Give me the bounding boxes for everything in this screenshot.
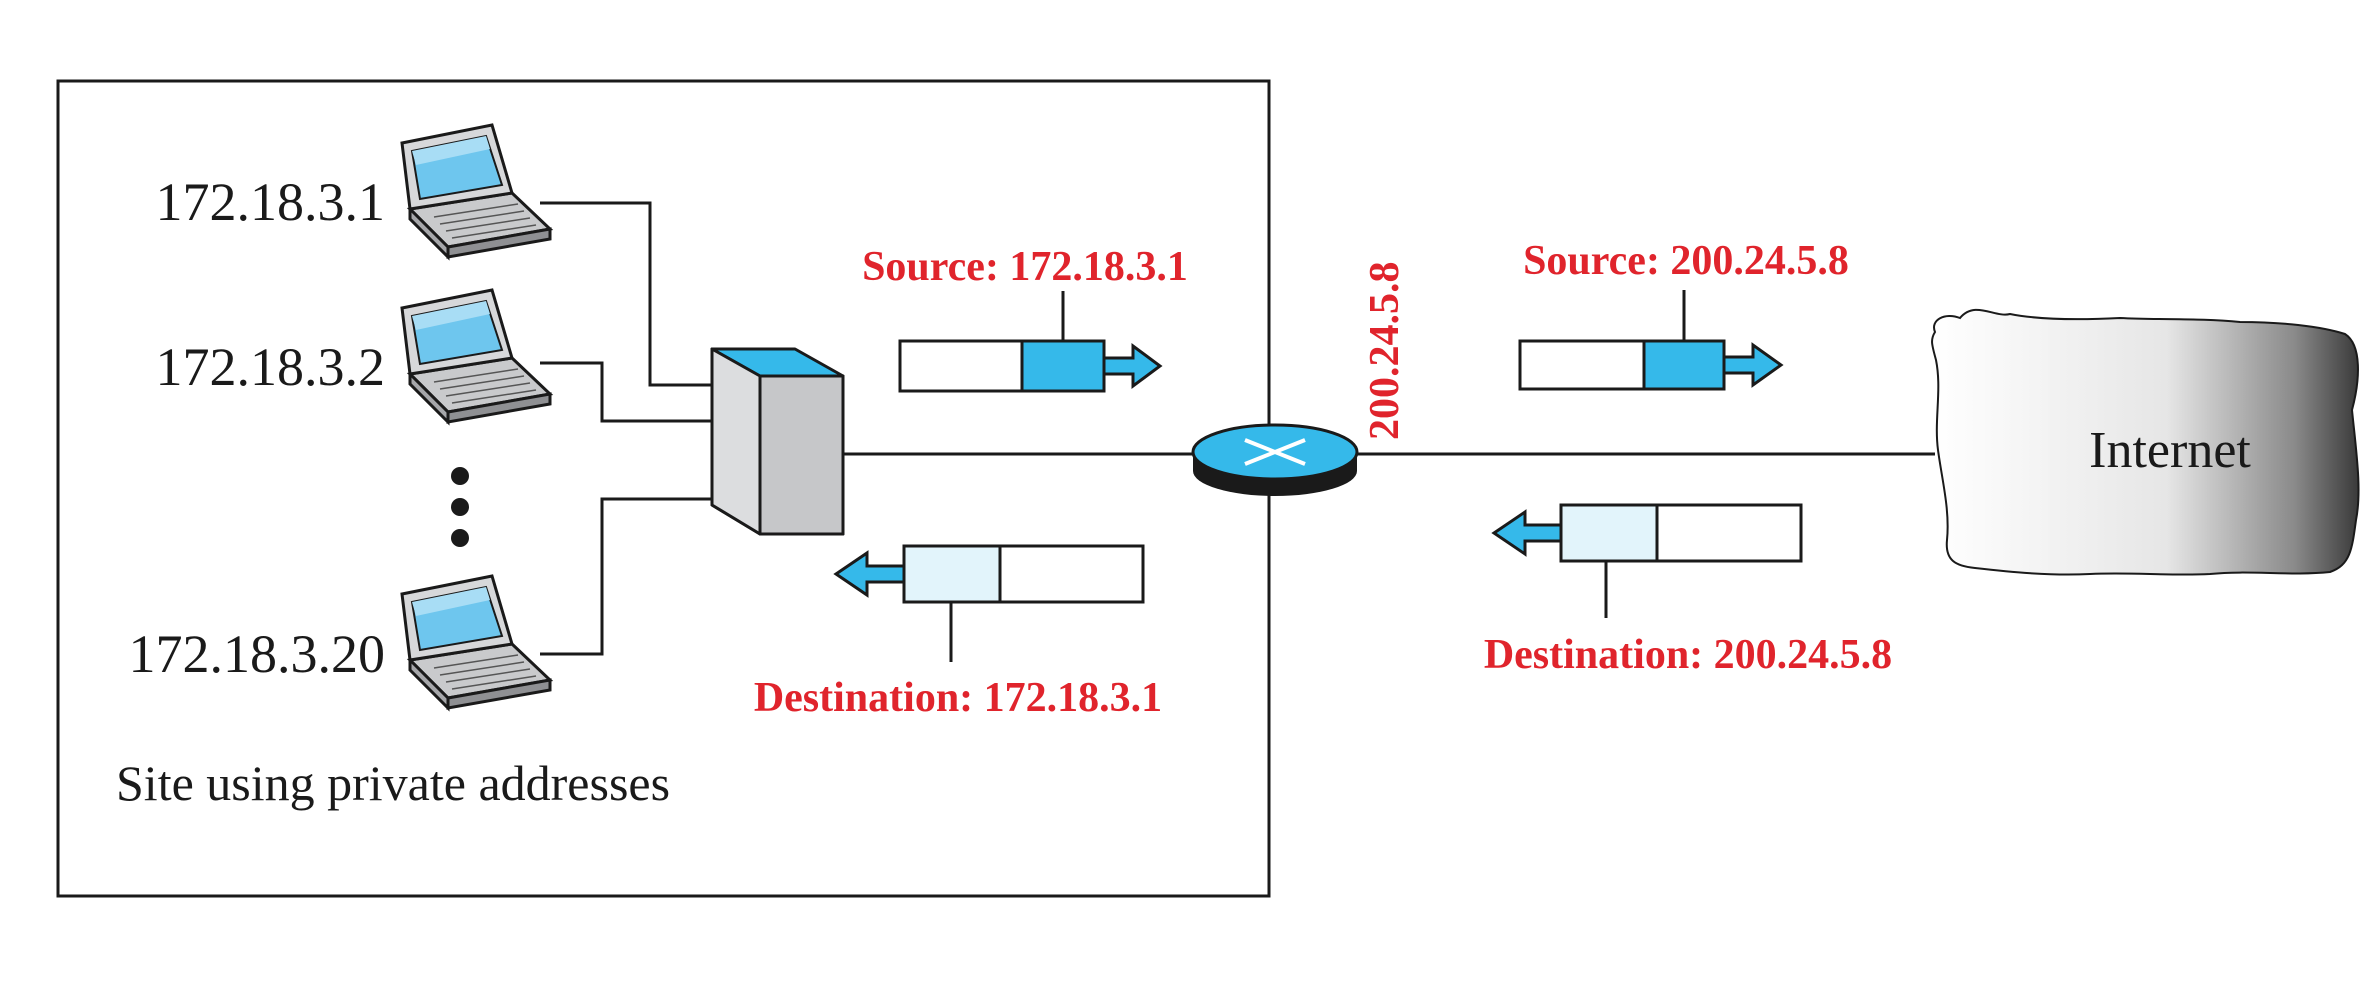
arrow-right-icon (1102, 343, 1163, 389)
laptop-icon-host-2 (400, 288, 552, 424)
packet-outside-outgoing (1518, 290, 1784, 391)
wire-host-20 (540, 497, 712, 656)
arrow-left-icon (1491, 509, 1563, 557)
packet-outside-incoming (1491, 503, 1803, 618)
switch-icon (710, 347, 845, 536)
arrow-right-icon (1722, 342, 1784, 388)
host-address-2: 172.18.3.2 (156, 337, 386, 397)
laptop-icon-host-1 (400, 123, 552, 259)
internet-cloud (1931, 308, 2360, 576)
host-address-1: 172.18.3.1 (156, 172, 386, 232)
more-hosts-ellipsis (451, 467, 469, 547)
packet-inside-outgoing-label: Source: 172.18.3.1 (862, 244, 1188, 290)
packet-outside-outgoing-label: Source: 200.24.5.8 (1523, 238, 1849, 284)
arrow-left-icon (833, 550, 906, 598)
site-label: Site using private addresses (116, 755, 670, 811)
packet-inside-outgoing (898, 291, 1163, 393)
packet-inside-incoming-label: Destination: 172.18.3.1 (754, 675, 1162, 721)
host-address-20: 172.18.3.20 (129, 624, 386, 684)
wire-host-2 (540, 361, 712, 423)
laptop-icon-host-20 (400, 574, 552, 710)
router-icon (1191, 423, 1359, 496)
wire-host-1 (540, 201, 712, 387)
packet-inside-incoming (833, 544, 1145, 662)
packet-outside-incoming-label: Destination: 200.24.5.8 (1484, 632, 1892, 678)
router-public-address: 200.24.5.8 (1362, 262, 1408, 441)
internet-label: Internet (2089, 422, 2251, 479)
